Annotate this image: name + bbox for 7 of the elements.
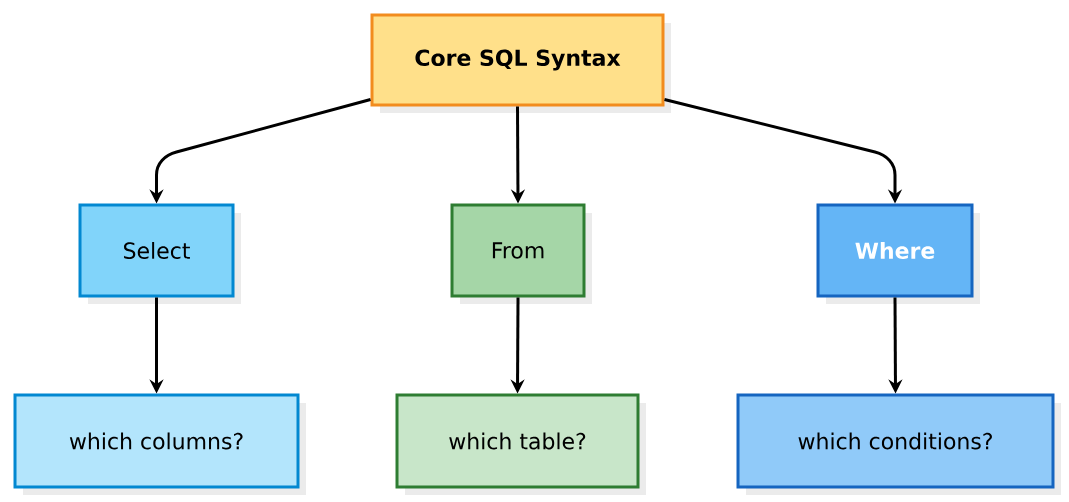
question-box: which columns? [13, 393, 306, 495]
keyword-box: From [450, 203, 592, 304]
keyword-box: Where [816, 203, 980, 304]
question-box: which table? [395, 393, 646, 495]
question-box: which conditions? [736, 393, 1061, 495]
title-box: Core SQL Syntax [370, 13, 671, 113]
keyword-box: Select [78, 203, 241, 304]
